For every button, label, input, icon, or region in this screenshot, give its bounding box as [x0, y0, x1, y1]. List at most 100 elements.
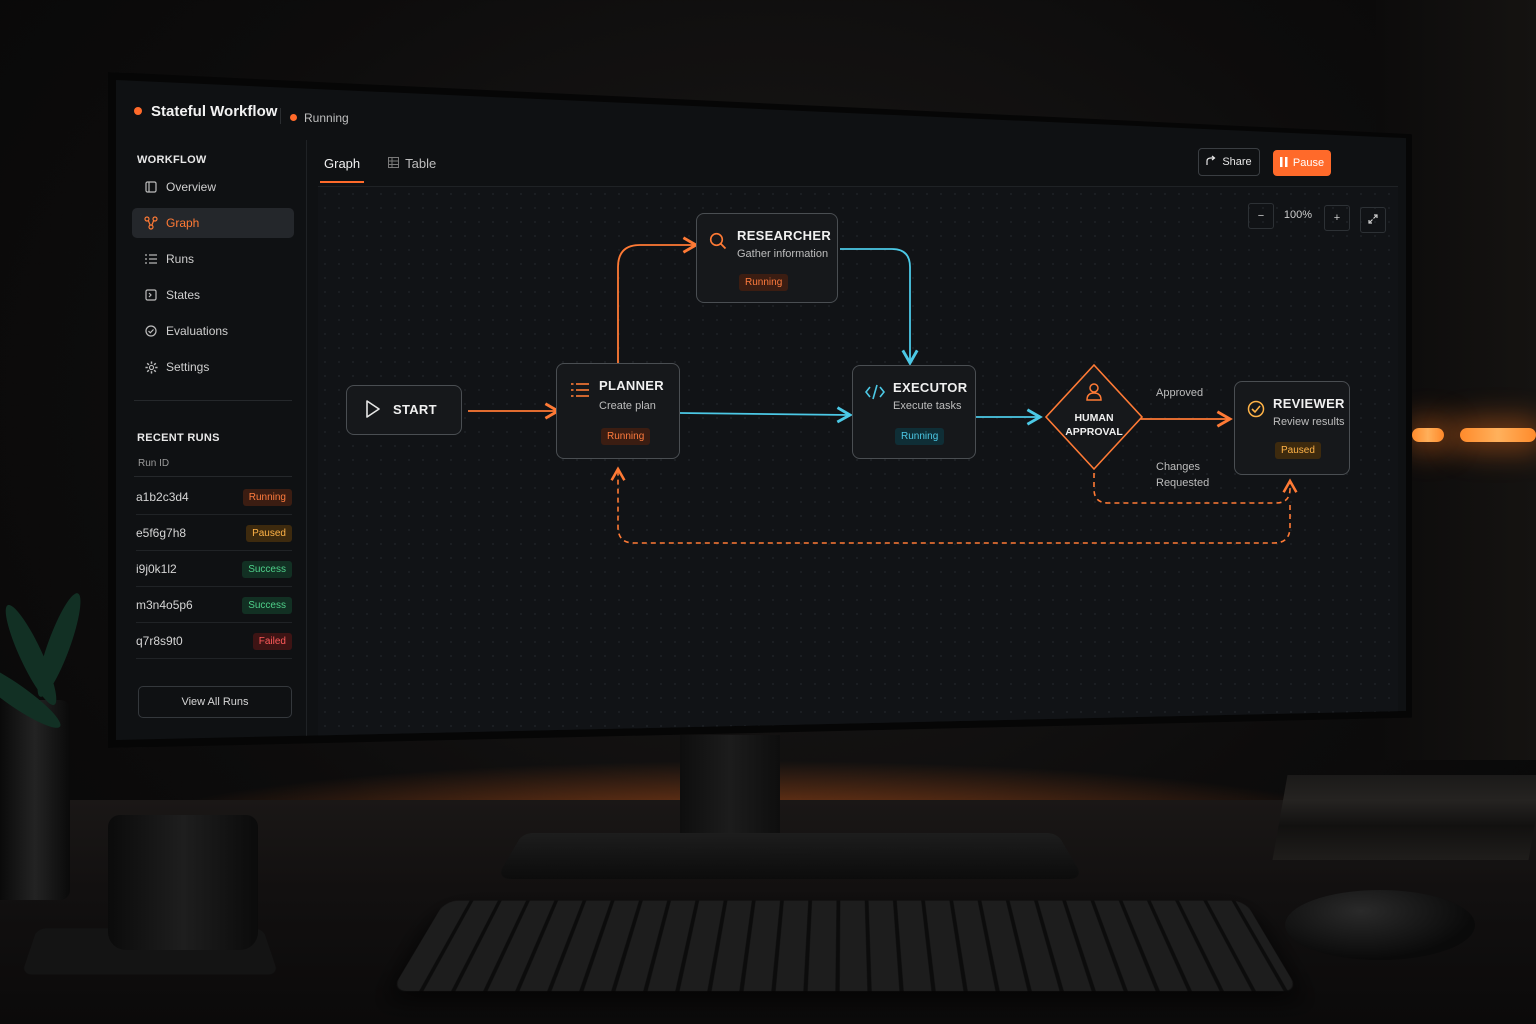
- recent-run-row[interactable]: a1b2c3d4 Running: [136, 480, 292, 515]
- node-title: PLANNER: [599, 378, 664, 393]
- play-icon: [365, 400, 381, 423]
- sidebar-item-states[interactable]: States: [132, 280, 294, 310]
- share-label: Share: [1222, 156, 1252, 168]
- edge-planner-researcher: [617, 236, 699, 363]
- pause-label: Pause: [1292, 157, 1325, 169]
- sidebar-item-label: Runs: [166, 252, 195, 266]
- gear-icon: [144, 360, 158, 374]
- pause-icon: [1279, 156, 1288, 170]
- view-all-runs-button[interactable]: View All Runs: [138, 686, 292, 718]
- app-header: Stateful Workflow Running: [116, 80, 1406, 136]
- recent-run-row[interactable]: i9j0k1l2 Success: [136, 552, 292, 587]
- tab-graph[interactable]: Graph: [320, 155, 365, 183]
- status-badge: Paused: [246, 524, 292, 542]
- workflow-status: Running: [304, 111, 349, 125]
- graph-canvas[interactable]: − 100% +: [318, 186, 1398, 737]
- list-icon: [571, 382, 589, 403]
- status-badge: Failed: [252, 632, 292, 650]
- evaluations-icon: [144, 324, 158, 338]
- sidebar-item-label: Overview: [166, 180, 217, 194]
- sidebar-divider: [134, 400, 292, 401]
- background-light-strip: [1460, 428, 1536, 442]
- list-icon: [144, 252, 158, 266]
- edge-planner-executor: [679, 406, 853, 424]
- sidebar: WORKFLOW Overview Graph Runs States: [130, 140, 306, 740]
- status-badge: Running: [895, 428, 945, 445]
- search-icon: [709, 232, 727, 255]
- node-subtitle: Execute tasks: [893, 400, 962, 412]
- status-badge: Success: [242, 596, 292, 614]
- node-title: EXECUTOR: [893, 380, 968, 395]
- run-id: e5f6g7h8: [136, 526, 187, 540]
- edge-researcher-executor: [840, 248, 919, 366]
- node-start[interactable]: START: [346, 385, 462, 435]
- node-human-approval[interactable]: HUMAN APPROVAL: [1042, 363, 1146, 471]
- decision-diamond: [1044, 363, 1144, 471]
- edge-label-approved: Approved: [1156, 387, 1204, 399]
- sidebar-item-graph[interactable]: Graph: [132, 208, 294, 238]
- run-id: a1b2c3d4: [136, 490, 189, 504]
- status-badge: Success: [242, 560, 292, 578]
- code-icon: [864, 384, 886, 405]
- node-title: RESEARCHER: [737, 228, 832, 243]
- zoom-level: 100%: [1283, 209, 1313, 221]
- sidebar-section-workflow: WORKFLOW: [137, 154, 207, 166]
- zoom-in-button[interactable]: +: [1324, 205, 1350, 231]
- user-icon: [1086, 383, 1102, 406]
- node-title: START: [393, 402, 437, 417]
- node-title-line: APPROVAL: [1065, 426, 1123, 438]
- node-subtitle: Gather information: [737, 248, 829, 260]
- table-icon: [388, 156, 400, 171]
- node-executor[interactable]: EXECUTOR Execute tasks Running: [852, 365, 976, 459]
- node-researcher[interactable]: RESEARCHER Gather information Running: [696, 213, 838, 303]
- app-logo-dot: [134, 107, 142, 115]
- node-subtitle: Review results: [1273, 416, 1345, 428]
- node-reviewer[interactable]: REVIEWER Review results Paused: [1234, 381, 1350, 475]
- status-dot-icon: [290, 114, 297, 121]
- sidebar-item-runs[interactable]: Runs: [132, 244, 294, 274]
- app-title: Stateful Workflow: [151, 103, 278, 120]
- fullscreen-button[interactable]: [1360, 207, 1386, 233]
- status-badge: Running: [601, 428, 651, 445]
- edge-changes-requested: [1093, 473, 1298, 504]
- view-tabs: Graph Table: [320, 144, 460, 183]
- sidebar-item-settings[interactable]: Settings: [132, 352, 294, 382]
- share-icon: [1206, 155, 1217, 169]
- tab-table[interactable]: Table: [384, 156, 440, 171]
- sidebar-item-label: Graph: [166, 216, 200, 230]
- mug: [108, 815, 258, 950]
- share-button[interactable]: Share: [1198, 148, 1260, 176]
- edge-label-line: Changes: [1156, 461, 1201, 473]
- edge-label-changes-requested: Changes Requested: [1156, 459, 1209, 491]
- recent-runs-heading: RECENT RUNS: [137, 432, 220, 444]
- node-planner[interactable]: PLANNER Create plan Running: [556, 363, 680, 459]
- monitor-stand-base: [495, 833, 1085, 880]
- recent-run-row[interactable]: e5f6g7h8 Paused: [136, 516, 292, 551]
- tab-label: Table: [405, 155, 437, 171]
- header-divider: [280, 108, 281, 124]
- plant-pot: [0, 700, 70, 900]
- main-panel: Graph Table Share Pause − 100% +: [308, 142, 1406, 740]
- edge-reviewer-planner-loop: [610, 466, 1291, 544]
- pause-button[interactable]: Pause: [1273, 150, 1331, 176]
- tab-label: Graph: [324, 155, 361, 171]
- check-circle-icon: [1247, 400, 1265, 423]
- recent-run-row[interactable]: m3n4o5p6 Success: [136, 588, 292, 623]
- run-id: m3n4o5p6: [136, 598, 193, 612]
- edge-label-line: Requested: [1156, 477, 1210, 489]
- zoom-out-button[interactable]: −: [1248, 203, 1274, 229]
- status-badge: Running: [242, 488, 292, 506]
- node-title: HUMAN APPROVAL: [1042, 411, 1146, 439]
- status-badge: Running: [739, 274, 789, 291]
- monitor-screen: Stateful Workflow Running WORKFLOW Overv…: [116, 80, 1406, 740]
- graph-edges: [468, 236, 1298, 544]
- sidebar-item-label: States: [166, 288, 201, 302]
- run-id: i9j0k1l2: [136, 562, 177, 576]
- node-title-line: HUMAN: [1074, 412, 1114, 424]
- run-id-column-header: Run ID: [138, 458, 170, 469]
- recent-run-row[interactable]: q7r8s9t0 Failed: [136, 624, 292, 659]
- sidebar-item-evaluations[interactable]: Evaluations: [132, 316, 294, 346]
- graph-icon: [144, 216, 158, 230]
- sidebar-item-overview[interactable]: Overview: [132, 172, 294, 202]
- sidebar-item-label: Settings: [166, 360, 210, 374]
